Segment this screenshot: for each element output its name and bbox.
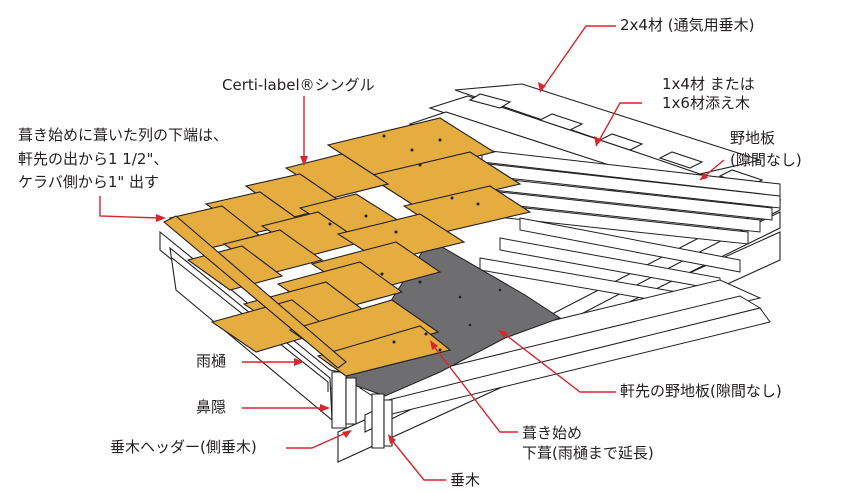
gutter-label: 雨樋 <box>196 352 227 370</box>
deck-boards <box>431 149 781 309</box>
shingle-name-label: Certi-label®シングル <box>222 76 375 94</box>
sheathing-label-line1: 野地板 <box>730 129 776 147</box>
starter-course-label-line1: 葺き始めに葺いた列の下端は、 <box>18 126 229 144</box>
sheathing-label-line2: (隙間なし) <box>730 151 802 169</box>
leader-arrowheads <box>156 82 708 444</box>
eave-sheathing-label: 軒先の野地板(隙間なし) <box>620 382 782 400</box>
underlay-label-line1: 葺き始め <box>522 424 583 442</box>
shingle-nails <box>328 134 480 352</box>
batten-2x4-label: 2x4材 (通気用垂木) <box>620 16 755 34</box>
rafter-header-label: 垂木ヘッダー(側垂木) <box>110 438 257 456</box>
strapping-label-line1: 1x4材 または <box>662 75 755 93</box>
fascia-label: 鼻隠 <box>196 398 227 416</box>
starter-course-label-line3: ケラバ側から1" 出す <box>18 173 160 191</box>
underlay-label-line2: 下葺(雨樋まで延長) <box>522 444 654 462</box>
leader-lines <box>99 25 725 481</box>
starter-course-label-line2: 軒先の出から1 1/2"、 <box>18 150 169 168</box>
rafter-label: 垂木 <box>450 471 481 489</box>
shingle-courses <box>163 117 532 377</box>
strapping-label-line2: 1x6材添え木 <box>662 94 750 112</box>
